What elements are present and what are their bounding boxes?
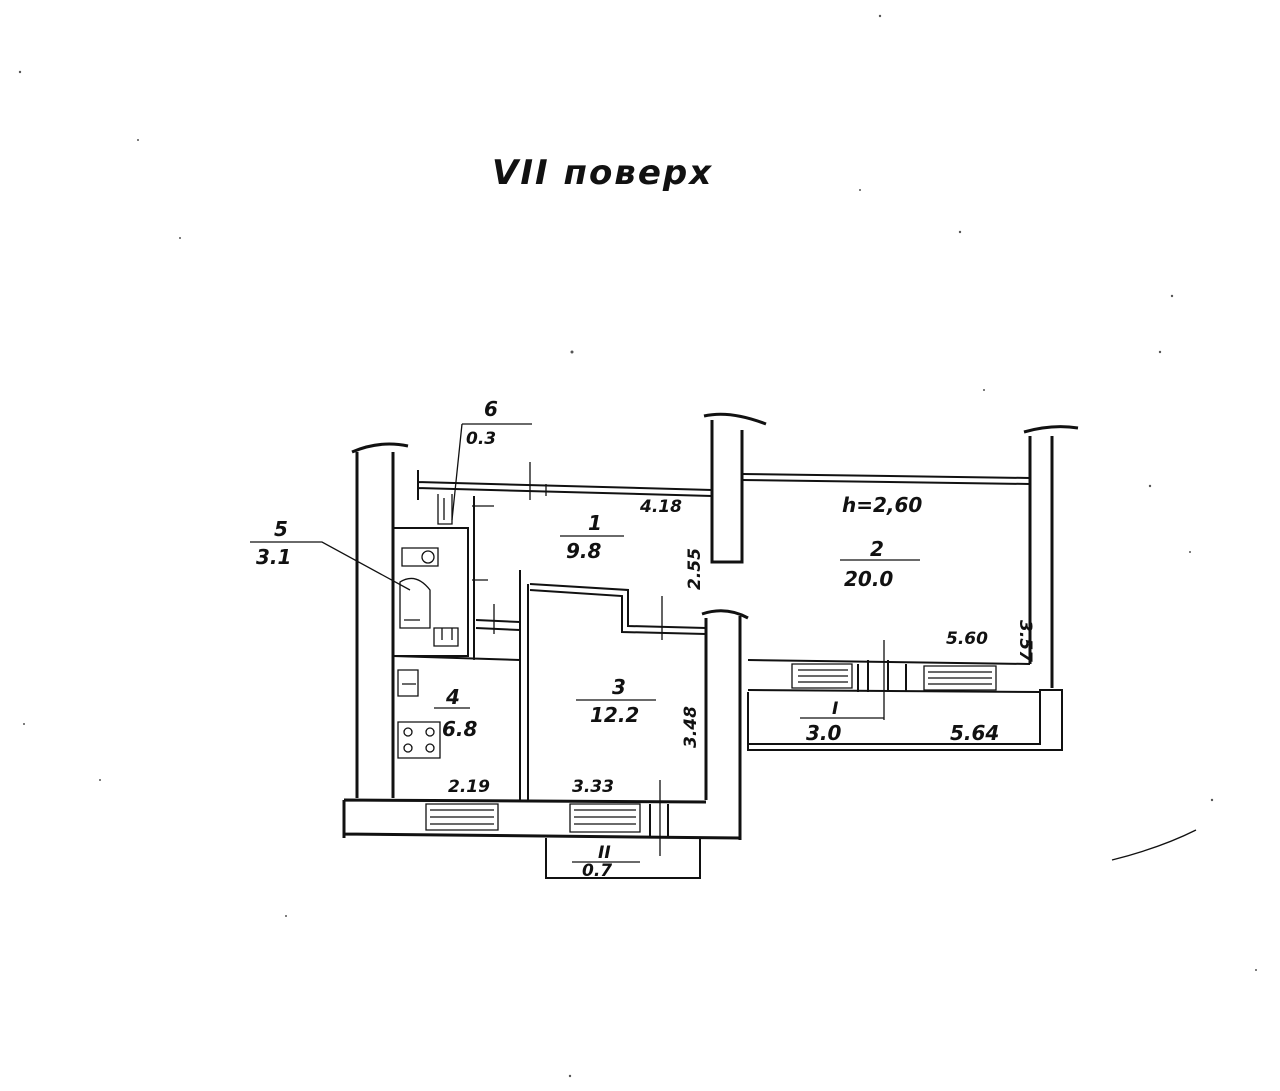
dimension-560: 5.60 [946,629,988,649]
leader-room6 [451,423,532,521]
kitchen-stove [397,721,441,759]
tick-marks [472,462,885,856]
balcony-2 [545,838,701,879]
room3-window [569,803,641,833]
ceiling-height: h=2,60 [842,493,922,517]
bathroom-walls [392,496,521,661]
bottom-exterior-wall [342,798,741,840]
room1-top-wall [417,470,713,500]
room3-right-pillar [701,609,749,840]
room2-area: 20.0 [844,567,893,591]
scan-specks [18,14,1257,1078]
fraction-bars [434,535,920,863]
left-exterior-wall [351,442,409,798]
room4-area: 6.8 [442,717,478,741]
room1-number: 1 [588,511,602,535]
wc-fixture [401,547,439,567]
right-exterior-wall [1023,425,1079,688]
dimension-219: 2.19 [448,777,490,797]
sink-fixture [433,627,459,647]
room4-number: 4 [445,685,460,709]
room6-number: 6 [484,397,498,421]
kitchen-window [425,803,499,831]
dimension-255: 2.55 [685,548,705,590]
room1-area: 9.8 [566,539,602,563]
room2-top-wall [741,473,1031,485]
room3-wall [519,570,707,800]
balcony-door [649,804,669,838]
room2-number: 2 [870,537,884,561]
room5-number: 5 [274,517,288,541]
dimension-348: 3.48 [681,706,701,748]
bathtub-fixture [399,577,431,629]
dimension-333: 3.33 [572,777,614,797]
shaft-6 [437,494,453,525]
balcony-1 [747,689,1063,751]
room5-area: 3.1 [256,545,291,569]
room2-window [791,663,997,691]
kitchen-sink [397,669,419,697]
room3-number: 3 [612,675,626,699]
room6-area: 0.3 [466,429,496,449]
scan-arc [1111,829,1197,861]
room3-area: 12.2 [590,703,639,727]
leader-room5 [250,541,411,591]
dimension-357: 3.57 [1015,620,1035,662]
dimension-564: 5.64 [950,721,999,745]
balcony2-area: 0.7 [582,861,612,881]
dimension-418: 4.18 [639,497,682,517]
balcony1-number: I [832,699,838,719]
floor-title: VII поверх [492,153,713,193]
central-pillar [703,412,767,564]
balcony2-number: II [598,843,611,863]
room2-door [857,660,907,692]
balcony1-area: 3.0 [806,721,842,745]
